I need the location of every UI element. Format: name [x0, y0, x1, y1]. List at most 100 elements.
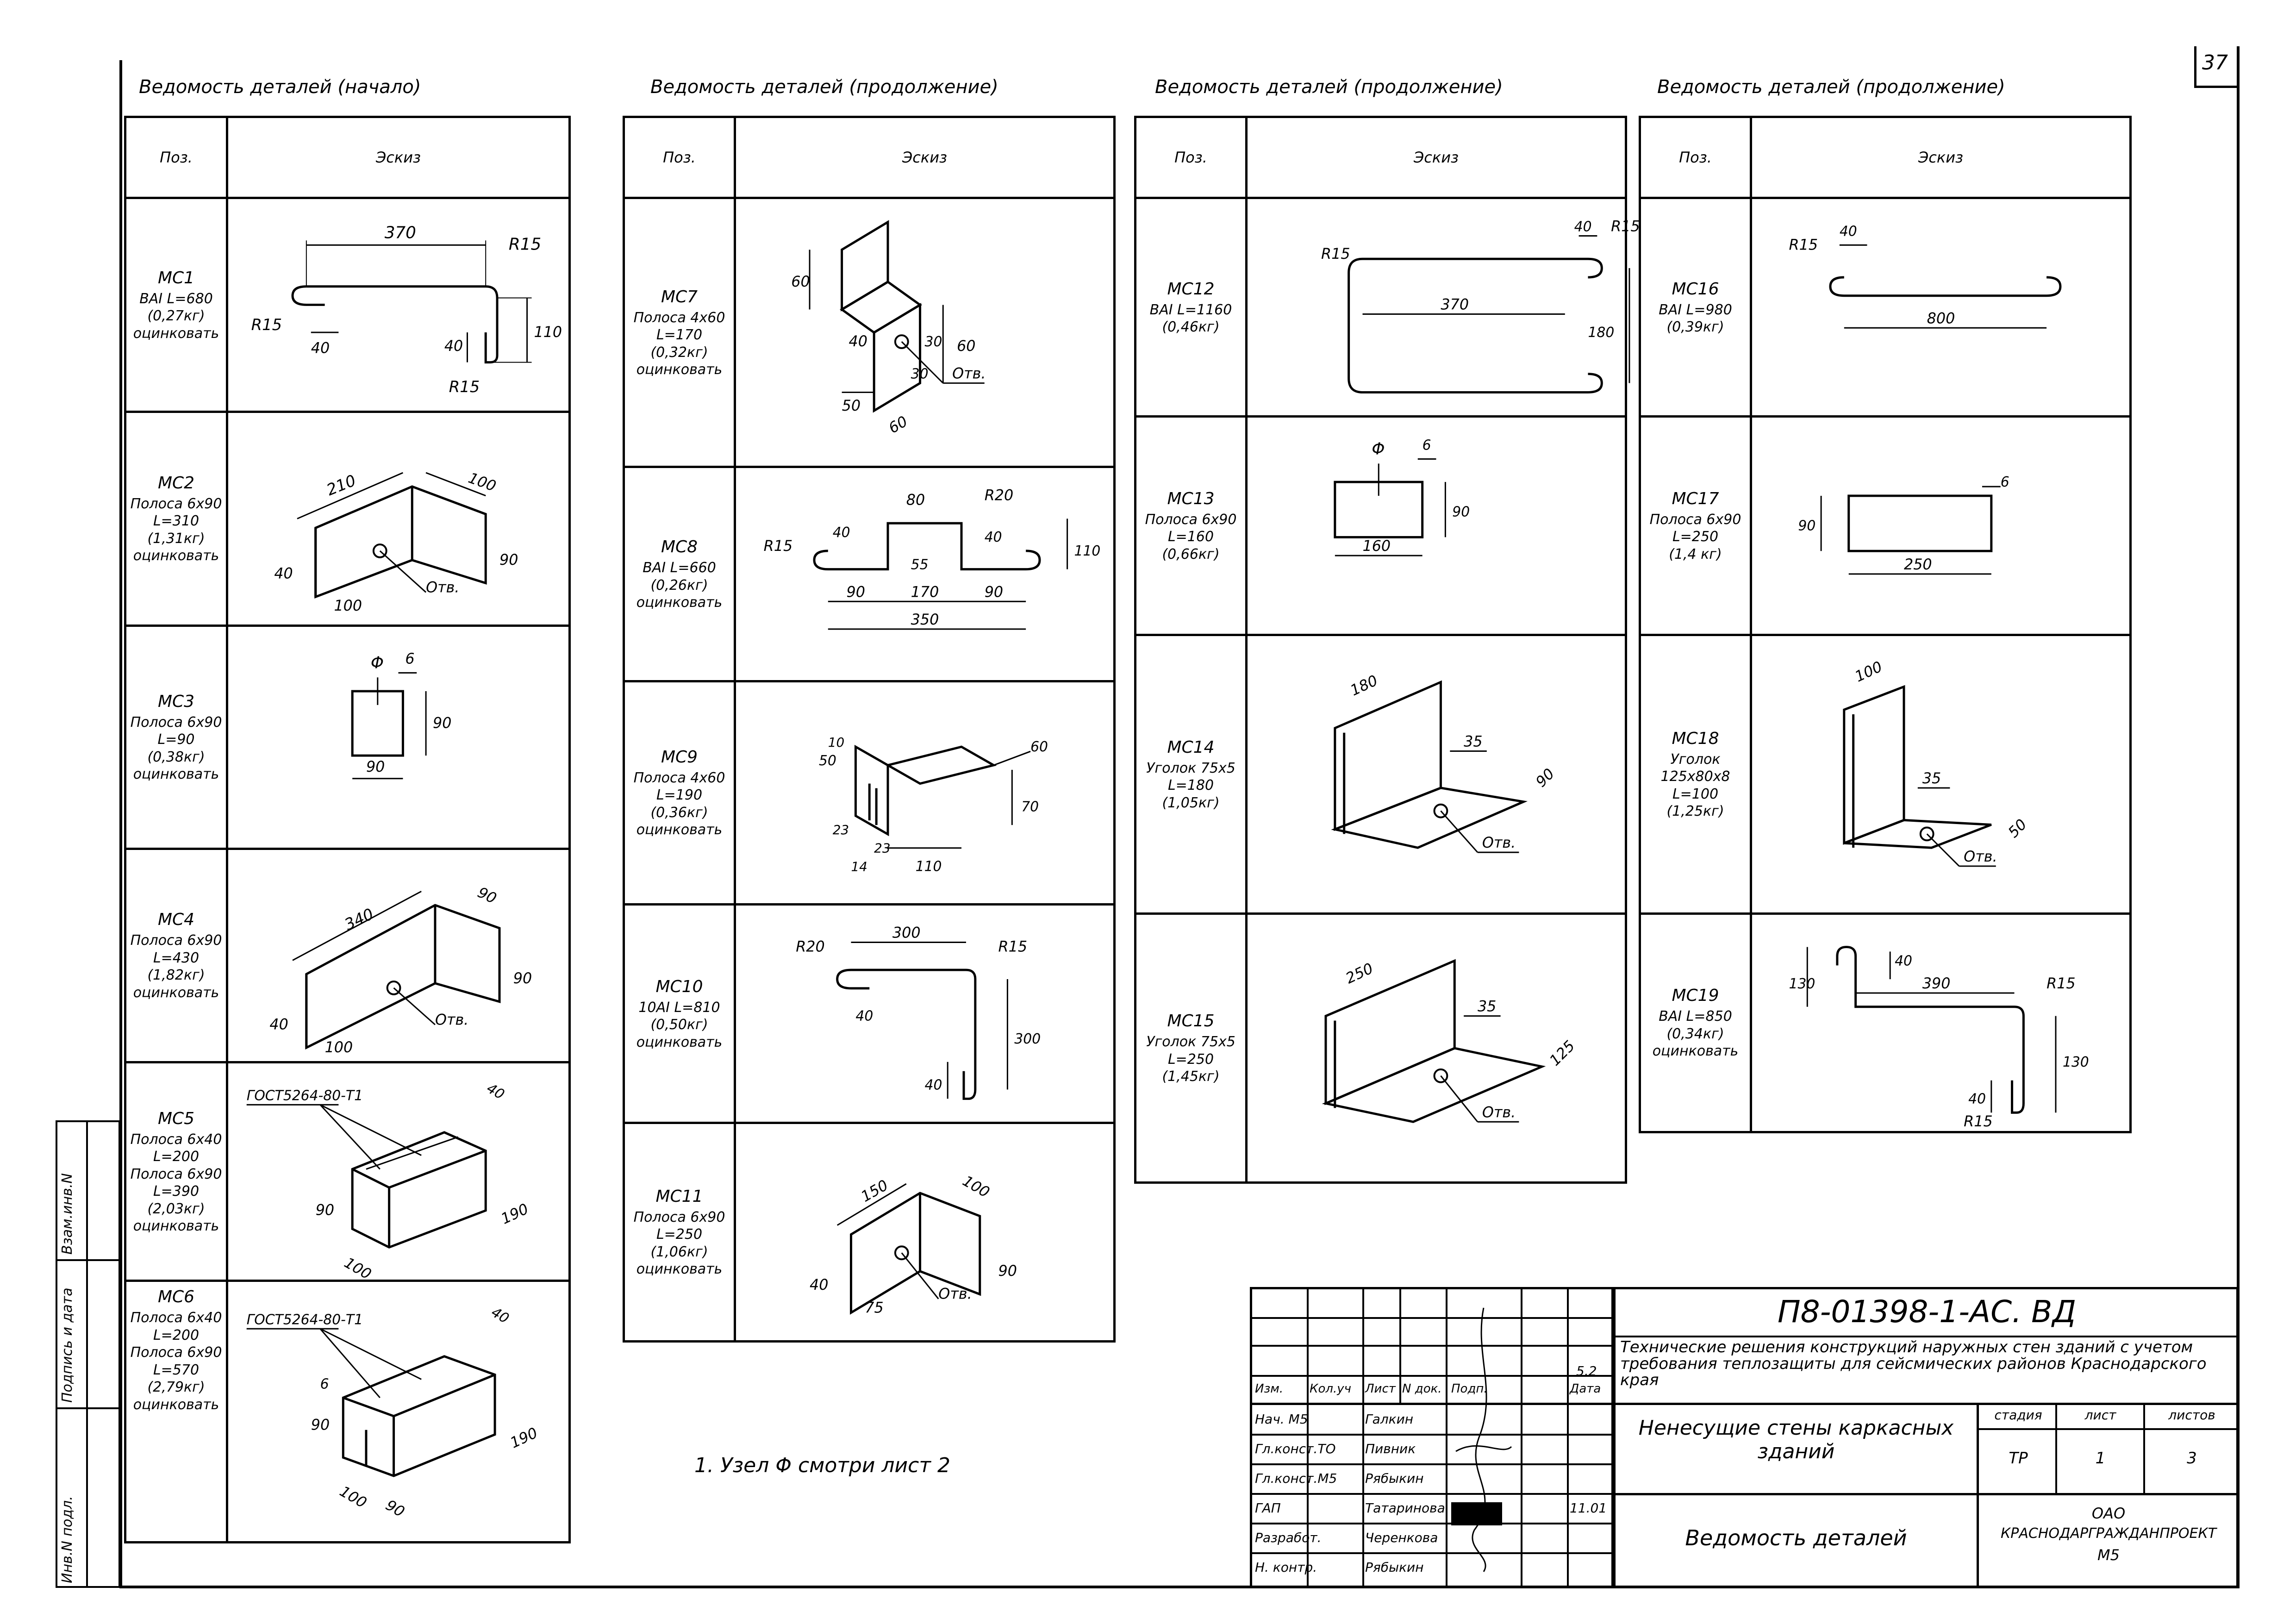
- sheet-number: 37: [2202, 51, 2228, 75]
- col-data: Дата: [1570, 1382, 1601, 1396]
- dim-mc14-90: 90: [1533, 765, 1558, 791]
- sketch-mc14: 180 35 90 Отв.: [1245, 634, 1627, 915]
- sketch-mc4: 340 90 40 100 90 Отв.: [226, 847, 571, 1064]
- dim-mc17-90: 90: [1798, 518, 1816, 534]
- mark-mc6: МС6: [157, 1287, 195, 1307]
- mark-mc12: МС12: [1167, 279, 1215, 299]
- dim-mc5-gost: ГОСТ5264-80-Т1: [247, 1088, 363, 1104]
- pos-cell-mc6: МС6 Полоса 6х40 L=200 Полоса 6х90 L=570 …: [124, 1280, 228, 1544]
- mark-mc15: МС15: [1167, 1012, 1215, 1031]
- col-n-dok: N док.: [1402, 1382, 1442, 1396]
- stamp-date-mark: 5.2: [1576, 1363, 1597, 1379]
- dim-mc9-50: 50: [819, 753, 836, 769]
- pos-cell-mc3: МС3 Полоса 6х90 L=90 (0,38кг) оцинковать: [124, 624, 228, 850]
- dim-mc11-150: 150: [858, 1176, 891, 1205]
- mark-mc9: МС9: [661, 747, 698, 767]
- dim-mc3-6: 6: [405, 650, 414, 667]
- dim-mc16-800: 800: [1927, 310, 1955, 327]
- sketch-mc18: 100 35 50 Отв.: [1750, 634, 2132, 915]
- dim-mc7-otv: Отв.: [952, 365, 986, 382]
- dim-mc8-40-a: 40: [833, 525, 850, 541]
- org-line-3: М5: [2097, 1546, 2120, 1564]
- mark-mc19: МС19: [1672, 986, 1719, 1006]
- dim-mc13-phi: Φ: [1372, 440, 1385, 459]
- dim-mc1-r15-c: R15: [449, 378, 480, 396]
- col-kol-uch: Кол.уч: [1310, 1382, 1351, 1396]
- dim-mc8-170: 170: [911, 584, 939, 601]
- details-table-1: Поз. Эскиз МС1 ВАI L=680 (0,27кг) оцинко…: [124, 116, 571, 1544]
- dim-mc19-r15-a: R15: [2046, 975, 2076, 992]
- role-nach-m5: Нач. М5: [1255, 1412, 1308, 1427]
- dim-mc19-40-b: 40: [1968, 1091, 1986, 1107]
- dim-mc7-30-a: 30: [925, 334, 942, 350]
- side-strip-vzam-inv: Взам.инв.N: [59, 1173, 75, 1255]
- dim-mc9-10: 10: [828, 735, 844, 750]
- mark-mc10: МС10: [655, 977, 703, 996]
- table-2-title: Ведомость деталей (продолжение): [650, 76, 998, 98]
- dim-mc8-40-b: 40: [985, 529, 1002, 545]
- role-gl-konst-m5: Гл.конст.М5: [1255, 1471, 1337, 1486]
- table-4-title: Ведомость деталей (продолжение): [1657, 76, 2005, 98]
- dim-mc7-60-c: 60: [886, 413, 911, 437]
- revision-rows: [1252, 1289, 1613, 1586]
- name-ryabykin-2: Рябыкин: [1365, 1560, 1424, 1575]
- sketch-mc1-drawing: 370 R15 R15 40 40 110 R15: [251, 223, 562, 396]
- sketch-mc18-drawing: 100 35 50 Отв.: [1843, 658, 2030, 867]
- dim-mc9-14: 14: [851, 859, 867, 874]
- dim-mc18-50: 50: [2005, 816, 2030, 841]
- dim-mc7-30-b: 30: [911, 366, 929, 382]
- side-strip-sep-1: [56, 1259, 120, 1261]
- dim-mc15-otv: Отв.: [1482, 1104, 1516, 1121]
- frame-bottom: [119, 1586, 2240, 1588]
- sketch-mc15: 250 35 125 Отв.: [1245, 912, 1627, 1184]
- title-block-right: П8-01398-1-АС. ВД Технические решения ко…: [1613, 1289, 2238, 1586]
- pos-header: Поз.: [623, 116, 736, 199]
- mark-mc7: МС7: [661, 287, 698, 306]
- dim-mc14-35: 35: [1464, 733, 1482, 750]
- sketch-mc11-drawing: 150 100 40 75 90 Отв.: [810, 1172, 1017, 1316]
- dim-mc1-110: 110: [534, 324, 562, 341]
- dim-mc15-35: 35: [1478, 998, 1496, 1015]
- pos-header: Поз.: [1134, 116, 1248, 199]
- col-list: Лист: [1365, 1382, 1396, 1396]
- sketch-mc17-drawing: 6 90 250: [1798, 474, 2009, 575]
- dim-mc5-190: 190: [499, 1201, 531, 1228]
- signature-scribble: [1451, 1307, 1512, 1572]
- sketch-header: Эскиз: [1750, 116, 2132, 199]
- side-strip: Инв.N подл. Подпись и дата Взам.инв.N: [56, 1120, 120, 1588]
- sketch-mc2-drawing: 210 100 40 100 90 Отв.: [274, 470, 518, 614]
- document-description: Технические решения конструкций наружных…: [1620, 1338, 2207, 1390]
- sheet-label: лист: [2084, 1407, 2116, 1423]
- sketch-mc17: 6 90 250: [1750, 415, 2132, 637]
- sketch-mc10-drawing: R20 300 R15 40 300 40: [796, 924, 1041, 1100]
- sketch-mc6-drawing: ГОСТ5264-80-Т1 40 6 90 100 90 190: [246, 1304, 540, 1521]
- stamp-sign-date: 11.01: [1570, 1500, 1607, 1516]
- dim-mc1-r15-b: R15: [251, 316, 282, 334]
- dim-mc18-35: 35: [1922, 770, 1941, 787]
- dim-mc11-90: 90: [998, 1262, 1017, 1280]
- org-line-1: ОАО: [2091, 1505, 2126, 1522]
- dim-mc14-180: 180: [1348, 672, 1380, 700]
- stage-value: ТР: [2009, 1449, 2028, 1468]
- pos-header: Поз.: [124, 116, 228, 199]
- dim-mc12-180: 180: [1588, 325, 1614, 341]
- dim-mc4-40: 40: [269, 1016, 288, 1033]
- pos-cell-mc11: МС11 Полоса 6х90 L=250 (1,06кг) оцинкова…: [623, 1121, 736, 1343]
- dim-mc8-r15: R15: [764, 537, 793, 555]
- dim-mc1-40-a: 40: [311, 340, 330, 357]
- dim-mc6-6: 6: [320, 1376, 329, 1393]
- pos-cell-mc7: МС7 Полоса 4х60 L=170 (0,32кг) оцинковат…: [623, 196, 736, 468]
- sheet-number-box: 37: [2194, 46, 2237, 88]
- dim-mc12-r15-b: R15: [1611, 218, 1640, 235]
- dim-mc12-370: 370: [1441, 296, 1469, 313]
- sketch-mc13-drawing: Φ 6 90 160: [1334, 437, 1470, 556]
- sketch-mc9-drawing: 10 50 60 70 23 23 14 110: [819, 735, 1048, 874]
- dim-mc8-80: 80: [906, 492, 925, 509]
- pos-cell-mc13: МС13 Полоса 6х90 L=160 (0,66кг): [1134, 415, 1248, 637]
- dim-mc2-90: 90: [499, 552, 518, 568]
- sheets-label: листов: [2168, 1407, 2215, 1423]
- pos-cell-mc10: МС10 10АI L=810 (0,50кг) оцинковать: [623, 903, 736, 1124]
- dim-mc8-110: 110: [1074, 543, 1101, 559]
- sketch-mc2: 210 100 40 100 90 Отв.: [226, 410, 571, 627]
- dim-mc6-90-b: 90: [383, 1497, 407, 1521]
